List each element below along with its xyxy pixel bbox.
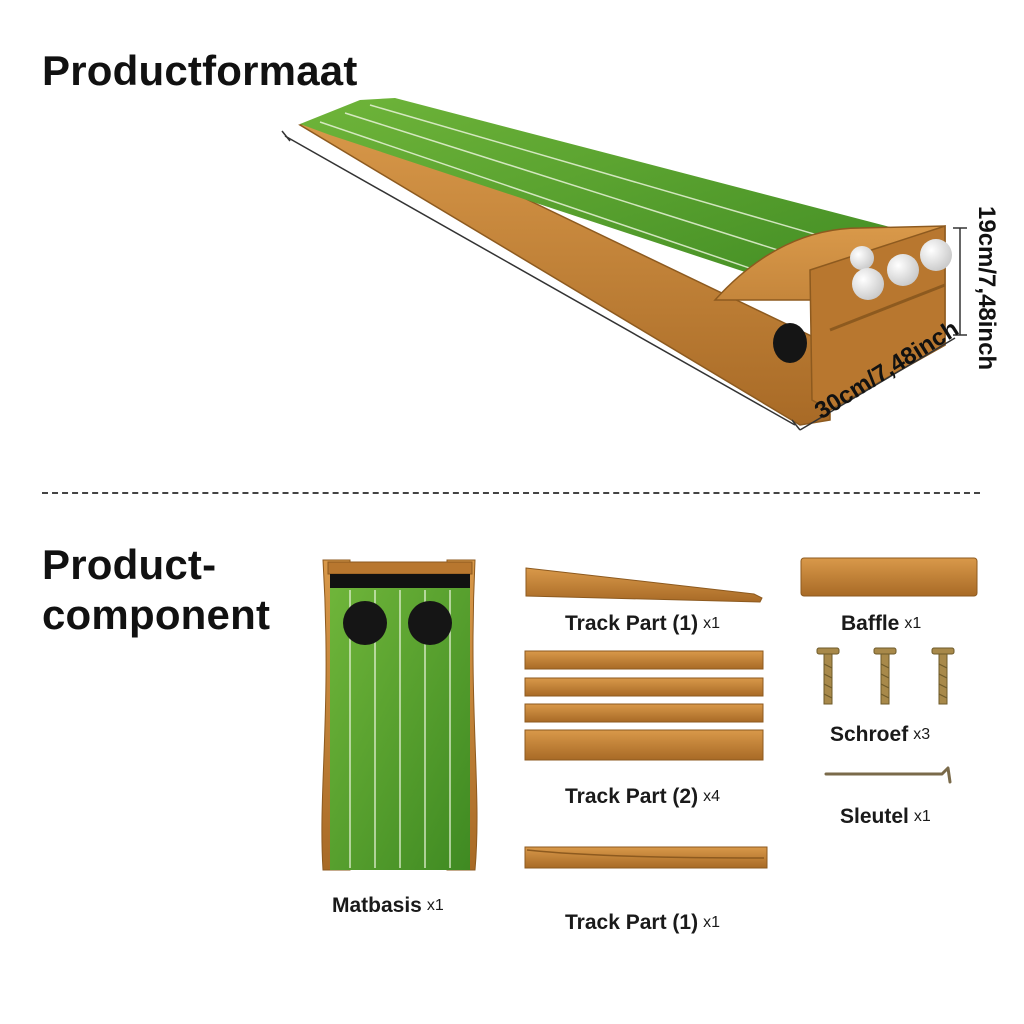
track-part-1-bottom-image <box>524 846 768 869</box>
screw-icon <box>816 647 955 705</box>
height-dimension-label: 19cm/7,48inch <box>973 206 1000 371</box>
putting-mat-illustration <box>281 98 967 431</box>
track-part-1-image <box>525 567 763 603</box>
track-part-2-image <box>524 650 764 761</box>
component-label: Track Part (2)x4 <box>565 785 720 808</box>
mat-base-image <box>321 559 478 871</box>
component-label: Track Part (1)x1 <box>565 911 720 934</box>
baffle-image <box>800 557 978 597</box>
component-label: Track Part (1)x1 <box>565 612 720 635</box>
product-size-title: Productformaat <box>42 47 358 94</box>
section-divider <box>42 492 980 494</box>
wrench-icon <box>824 766 952 784</box>
product-components-title: Product- component <box>42 541 271 638</box>
